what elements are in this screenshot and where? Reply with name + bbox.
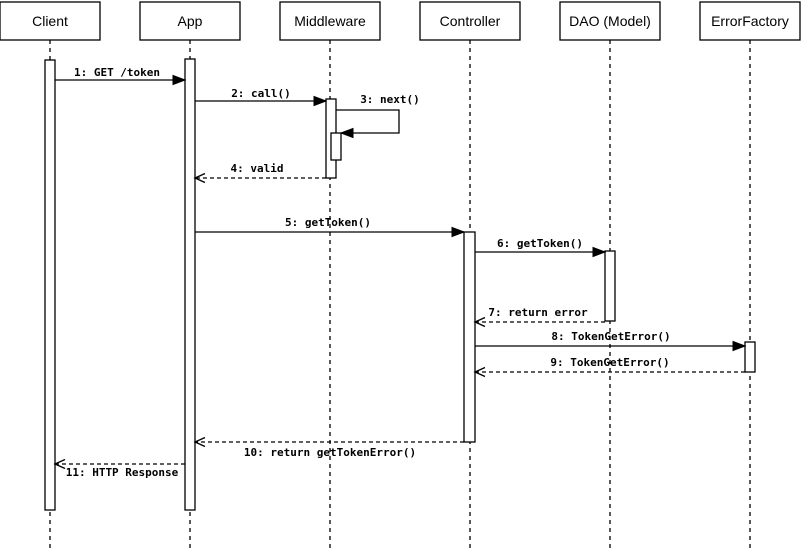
actor-label: Middleware xyxy=(294,13,366,29)
lifeline-middleware: Middleware xyxy=(279,1,381,549)
activation-bar-app xyxy=(184,58,196,511)
message-label: 5: getToken() xyxy=(285,216,371,229)
arrowhead-solid xyxy=(313,95,328,107)
actor-label: DAO (Model) xyxy=(569,13,651,29)
message-label: 8: TokenGetError() xyxy=(551,330,670,343)
message-label: 2: call() xyxy=(231,87,291,100)
actor-box-middleware xyxy=(279,1,381,41)
actor-box-app xyxy=(139,1,241,41)
arrowhead-solid xyxy=(732,340,747,352)
activation-bar-middleware-nested xyxy=(330,132,342,161)
message-5: 5: getToken() xyxy=(195,216,466,238)
message-11: 11: HTTP Response xyxy=(53,458,185,479)
arrowhead-open xyxy=(53,458,66,470)
actor-box-client xyxy=(0,1,101,41)
message-label: 3: next() xyxy=(360,93,420,106)
message-1: 1: GET /token xyxy=(55,66,187,86)
message-6: 6: getToken() xyxy=(475,237,607,258)
activation-bar-dao xyxy=(604,250,616,322)
arrowhead-solid xyxy=(172,74,187,86)
arrowhead-solid xyxy=(339,127,354,139)
message-label: 4: valid xyxy=(231,162,284,175)
arrowhead-solid xyxy=(451,226,466,238)
lifeline-controller: Controller xyxy=(419,1,521,549)
arrowhead-open xyxy=(193,436,206,448)
message-label: 1: GET /token xyxy=(74,66,160,79)
activation-bar-controller xyxy=(463,231,476,443)
actor-box-dao xyxy=(559,1,661,41)
arrowhead-open xyxy=(473,366,486,378)
activation-bar-client xyxy=(44,59,56,511)
actor-label: ErrorFactory xyxy=(711,13,789,29)
actor-box-errorfactory xyxy=(699,1,801,41)
message-label: 9: TokenGetError() xyxy=(550,356,669,369)
activation-bar-errorfactory xyxy=(744,341,756,373)
message-9: 9: TokenGetError() xyxy=(473,356,745,378)
message-2: 2: call() xyxy=(195,87,328,107)
message-8: 8: TokenGetError() xyxy=(475,330,747,352)
message-label: 11: HTTP Response xyxy=(66,466,179,479)
arrowhead-open xyxy=(193,172,206,184)
message-line xyxy=(336,109,400,134)
message-label: 6: getToken() xyxy=(497,237,583,250)
message-4: 4: valid xyxy=(193,162,326,184)
actor-label: App xyxy=(178,13,203,29)
message-label: 10: return getTokenError() xyxy=(244,446,416,459)
message-3: 3: next() xyxy=(336,93,420,139)
actor-label: Controller xyxy=(440,13,501,29)
actor-label: Client xyxy=(32,13,68,29)
message-label: 7: return error xyxy=(488,306,588,319)
lifeline-errorfactory: ErrorFactory xyxy=(699,1,801,549)
arrowhead-solid xyxy=(592,246,607,258)
message-10: 10: return getTokenError() xyxy=(193,436,464,459)
message-7: 7: return error xyxy=(473,306,605,328)
actor-box-controller xyxy=(419,1,521,41)
arrowhead-open xyxy=(473,316,486,328)
lifeline-dao: DAO (Model) xyxy=(559,1,661,549)
